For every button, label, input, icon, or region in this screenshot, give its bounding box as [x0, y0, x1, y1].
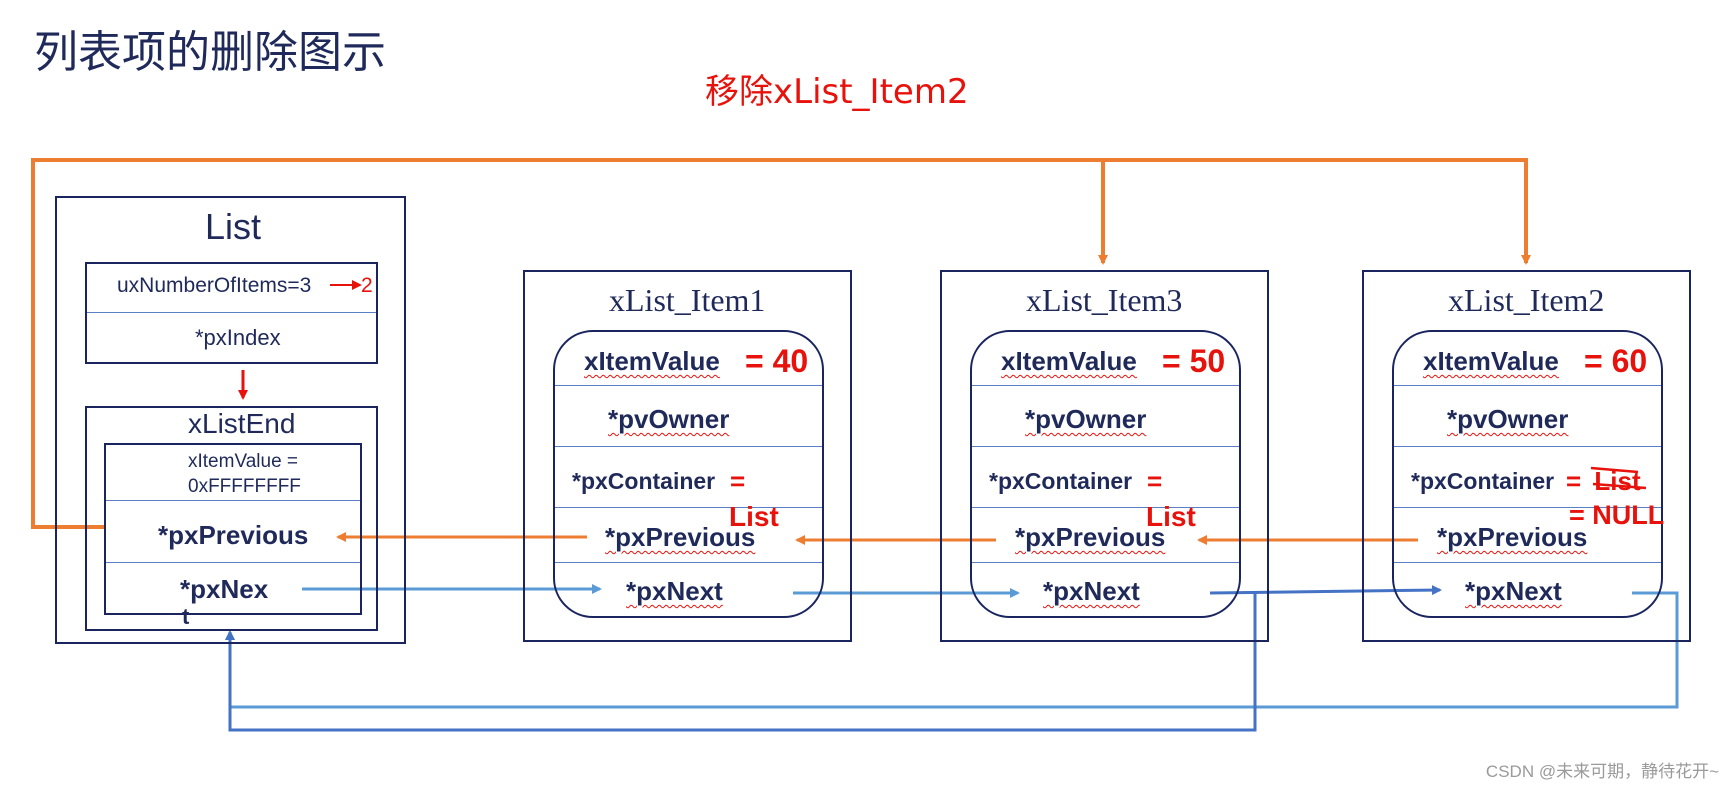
item1-pv-owner: *pvOwner [608, 404, 730, 434]
item2-value: = 60 [1584, 343, 1648, 379]
list-end-item-value-hex: 0xFFFFFFFF [188, 476, 301, 497]
item3-item-value: xItemValue [1001, 346, 1137, 376]
list-end-divider-2 [106, 562, 360, 563]
item2-container-eq-sign: = [1566, 466, 1582, 496]
item3-px-container: *pxContainer [989, 468, 1133, 494]
item2-px-next: *pxNext [1465, 576, 1562, 606]
item1-divider-1 [555, 385, 822, 386]
page-title: 列表项的删除图示 [34, 27, 386, 78]
list-box [55, 196, 406, 644]
ux-number-of-items: uxNumberOfItems=3 [117, 274, 312, 297]
item1-value: = 40 [745, 343, 809, 379]
item1-divider-2 [555, 446, 822, 447]
item2-px-previous: *pxPrevious [1437, 522, 1588, 552]
diagram-subtitle: 移除xList_Item2 [705, 72, 969, 112]
list-end-label: xListEnd [188, 408, 296, 439]
item1-container-value: List [729, 501, 779, 532]
item3-value: = 50 [1162, 343, 1226, 379]
list-label: List [205, 206, 262, 247]
item2-title: xList_Item2 [1448, 282, 1605, 318]
item2-divider-1 [1394, 385, 1661, 386]
item3-px-next: *pxNext [1043, 576, 1140, 606]
item2-divider-3 [1394, 507, 1661, 508]
item1-item-value: xItemValue [584, 346, 720, 376]
item2-px-container: *pxContainer [1411, 468, 1555, 494]
item1-divider-4 [555, 562, 822, 563]
wire-item3-next-loop [225, 593, 1257, 732]
item1-divider-3 [555, 507, 822, 508]
item2-divider-2 [1394, 446, 1661, 447]
item1-inner [553, 330, 824, 618]
list-end-inner-box [104, 443, 362, 615]
ux-number-new-value: 2 [361, 274, 373, 297]
strike-list-item2 [1590, 466, 1647, 490]
px-index: *pxIndex [195, 325, 281, 350]
item3-container-eq: = [1147, 466, 1163, 496]
item1-px-container: *pxContainer [572, 468, 716, 494]
list-end-divider-1 [106, 500, 360, 501]
item3-divider-2 [972, 446, 1239, 447]
list-end-px-next-t: t [182, 604, 190, 629]
item2-inner [1392, 330, 1663, 618]
item3-px-previous: *pxPrevious [1015, 522, 1166, 552]
item1-px-previous: *pxPrevious [605, 522, 756, 552]
item2-container-old: List [1594, 466, 1641, 496]
list-header-box [85, 262, 378, 364]
item2-container-eq: = List [1566, 466, 1641, 497]
item3-title: xList_Item3 [1026, 282, 1183, 318]
item1-box [523, 270, 852, 642]
item3-container-value: List [1146, 501, 1196, 532]
list-end-box [85, 406, 378, 631]
item3-divider-3 [972, 507, 1239, 508]
item3-pv-owner: *pvOwner [1025, 404, 1147, 434]
item2-container-null: = NULL [1569, 500, 1665, 530]
list-end-px-next: *pxNex [180, 574, 269, 604]
item3-box [940, 270, 1269, 642]
footer-watermark: CSDN @未来可期，静待花开~ [1485, 762, 1719, 781]
item2-item-value: xItemValue [1423, 346, 1559, 376]
item2-divider-4 [1394, 562, 1661, 563]
item3-divider-4 [972, 562, 1239, 563]
item2-pv-owner: *pvOwner [1447, 404, 1569, 434]
item2-box [1362, 270, 1691, 642]
item1-px-next: *pxNext [626, 576, 723, 606]
item1-title: xList_Item1 [609, 282, 766, 318]
item3-inner [970, 330, 1241, 618]
list-end-item-value: xItemValue = [188, 451, 299, 472]
list-header-divider [87, 312, 376, 313]
list-end-px-previous: *pxPrevious [158, 520, 309, 550]
item1-container-eq: = [730, 466, 746, 496]
item3-divider-1 [972, 385, 1239, 386]
